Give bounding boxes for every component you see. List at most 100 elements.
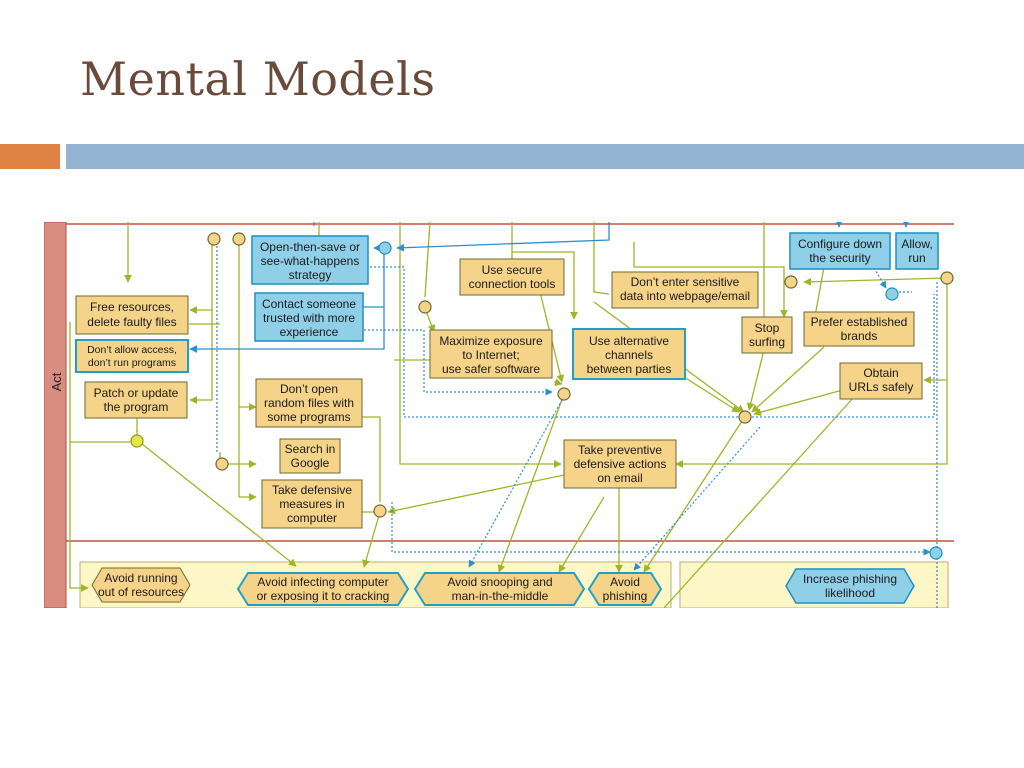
goal-label: phishing [603, 589, 648, 603]
box-label: data into webpage/email [620, 289, 750, 303]
junction [738, 410, 752, 424]
box-label: Free resources, [90, 300, 174, 314]
svg-text:Don’t allow access,don’t run p: Don’t allow access,don’t run programs [87, 344, 177, 369]
box-label: delete faulty files [87, 315, 176, 329]
box-allow-run: Allow,run [895, 232, 939, 270]
box-label: Use alternative [589, 334, 669, 348]
junction [232, 232, 246, 246]
box-label: Search in [285, 442, 336, 456]
accent-bar-orange [0, 144, 60, 169]
box-label: use safer software [442, 362, 540, 376]
connectors-blue [189, 222, 910, 353]
box-dont-allow-access: Don’t allow access,don’t run programs [75, 339, 189, 373]
box-label: on email [597, 471, 642, 485]
box-label: some programs [267, 410, 350, 424]
box-label: defensive actions [574, 457, 667, 471]
box-label: brands [841, 329, 878, 343]
junction [373, 504, 387, 518]
junction [215, 457, 229, 471]
box-label: Take defensive [272, 483, 352, 497]
goal-label: Avoid infecting computer [257, 575, 388, 589]
box-label: Contact someone [262, 297, 356, 311]
box-label: surfing [749, 335, 785, 349]
box-label: Configure down [798, 237, 882, 251]
junction [784, 275, 798, 289]
box-label: experience [280, 325, 339, 339]
box-label: between parties [587, 362, 672, 376]
accent-bar-blue [66, 144, 1024, 169]
box-label: the program [104, 400, 169, 414]
goal-label: likelihood [825, 586, 875, 600]
box-label: Google [291, 456, 330, 470]
junction [378, 241, 392, 255]
box-label: Use secure [482, 263, 543, 277]
box-label: Maximize exposure [439, 334, 543, 348]
box-label: strategy [289, 268, 332, 282]
box-label: trusted with more [263, 311, 355, 325]
junction [418, 300, 432, 314]
box-free-resources: Free resources,delete faulty files [75, 295, 189, 335]
box-label: computer [287, 511, 337, 525]
box-label: to Internet; [462, 348, 519, 362]
svg-text:Free resources,delete faulty f: Free resources,delete faulty files [87, 300, 176, 329]
svg-text:Allow,run: Allow,run [901, 237, 932, 265]
box-label: URLs safely [849, 380, 914, 394]
slide-title: Mental Models [80, 52, 436, 106]
box-label: random files with [264, 396, 354, 410]
box-label: channels [605, 348, 653, 362]
junctions [130, 232, 954, 560]
mental-models-diagram: Act [44, 222, 954, 608]
junction [130, 434, 144, 448]
connectors-blue-dotted [216, 246, 938, 608]
box-label: Obtain [863, 366, 898, 380]
box-label: Prefer established [811, 315, 908, 329]
goal-label: Avoid [610, 575, 640, 589]
box-label: Patch or update [94, 386, 179, 400]
box-label: Don’t allow access, [87, 344, 177, 356]
box-label: Take preventive [578, 443, 662, 457]
box-label: run [908, 251, 925, 265]
box-label: the security [809, 251, 870, 265]
junction [929, 546, 943, 560]
box-label: Allow, [901, 237, 932, 251]
lane-header [44, 222, 67, 608]
junction [885, 287, 899, 301]
goal-label: Avoid snooping and [447, 575, 552, 589]
goal-label: out of resources [98, 585, 184, 599]
junction [557, 387, 571, 401]
goal-label: man-in-the-middle [452, 589, 549, 603]
box-label: Don’t open [280, 382, 338, 396]
box-label: don’t run programs [88, 357, 176, 369]
junction [207, 232, 221, 246]
